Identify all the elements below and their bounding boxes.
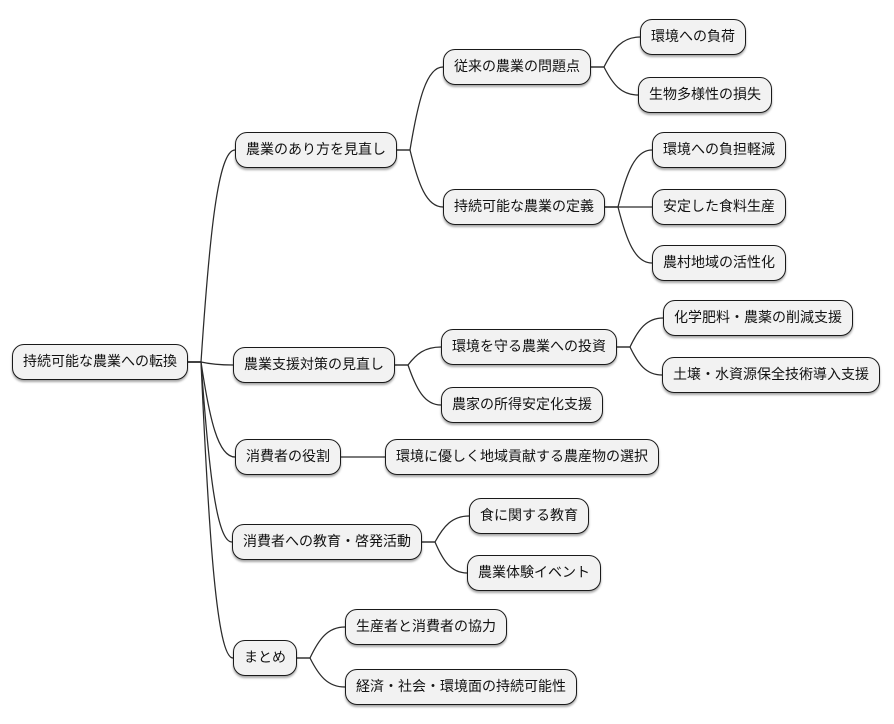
mindmap-edge [394,364,442,406]
mindmap-node[interactable]: 安定した食料生産 [652,189,786,225]
mindmap-edge [421,515,470,543]
mindmap-node[interactable]: 消費者への教育・啓発活動 [232,524,422,560]
mindmap-node[interactable]: 持続可能な農業の定義 [443,189,605,225]
mindmap-node[interactable]: 環境に優しく地域貢献する農産物の選択 [385,439,659,475]
mindmap-edge [187,361,236,458]
mindmap-node[interactable]: まとめ [233,640,297,676]
mindmap-node[interactable]: 農業支援対策の見直し [233,347,395,383]
mindmap-edge [296,657,346,688]
mindmap-edge [604,149,653,208]
mindmap-edge [604,206,653,264]
mindmap-node[interactable]: 農家の所得安定化支援 [441,387,603,423]
mindmap-node[interactable]: 環境への負荷 [640,19,746,55]
mindmap-node[interactable]: 農村地域の活性化 [652,245,786,281]
mindmap-edge [616,317,664,348]
mindmap-edge [187,149,236,363]
mindmap-node[interactable]: 農業のあり方を見直し [235,132,397,168]
mindmap-node[interactable]: 従来の農業の問題点 [443,49,591,85]
mindmap-edge [296,626,346,659]
mindmap-edge [396,149,444,208]
mindmap-node[interactable]: 化学肥料・農薬の削減支援 [663,300,853,336]
mindmap-node[interactable]: 消費者の役割 [235,439,341,475]
mindmap-node[interactable]: 土壌・水資源保全技術導入支援 [662,357,880,393]
mindmap-edge [394,346,442,366]
mindmap-edge [187,361,234,659]
mindmap-node[interactable]: 環境への負担軽減 [652,132,786,168]
mindmap-node[interactable]: 食に関する教育 [469,498,589,534]
mindmap-node[interactable]: 経済・社会・環境面の持続可能性 [345,669,577,705]
mindmap-node[interactable]: 生産者と消費者の協力 [345,609,507,645]
mindmap-edge [396,66,444,151]
mindmap-edge [590,66,639,96]
mindmap-edge [616,346,663,376]
mindmap-edge [421,541,468,574]
mindmap-node[interactable]: 環境を守る農業への投資 [441,329,617,365]
mindmap-edge [590,36,641,68]
mindmap-node[interactable]: 農業体験イベント [467,555,601,591]
mindmap-root-node[interactable]: 持続可能な農業への転換 [12,344,188,380]
mindmap-node[interactable]: 生物多様性の損失 [638,77,772,113]
